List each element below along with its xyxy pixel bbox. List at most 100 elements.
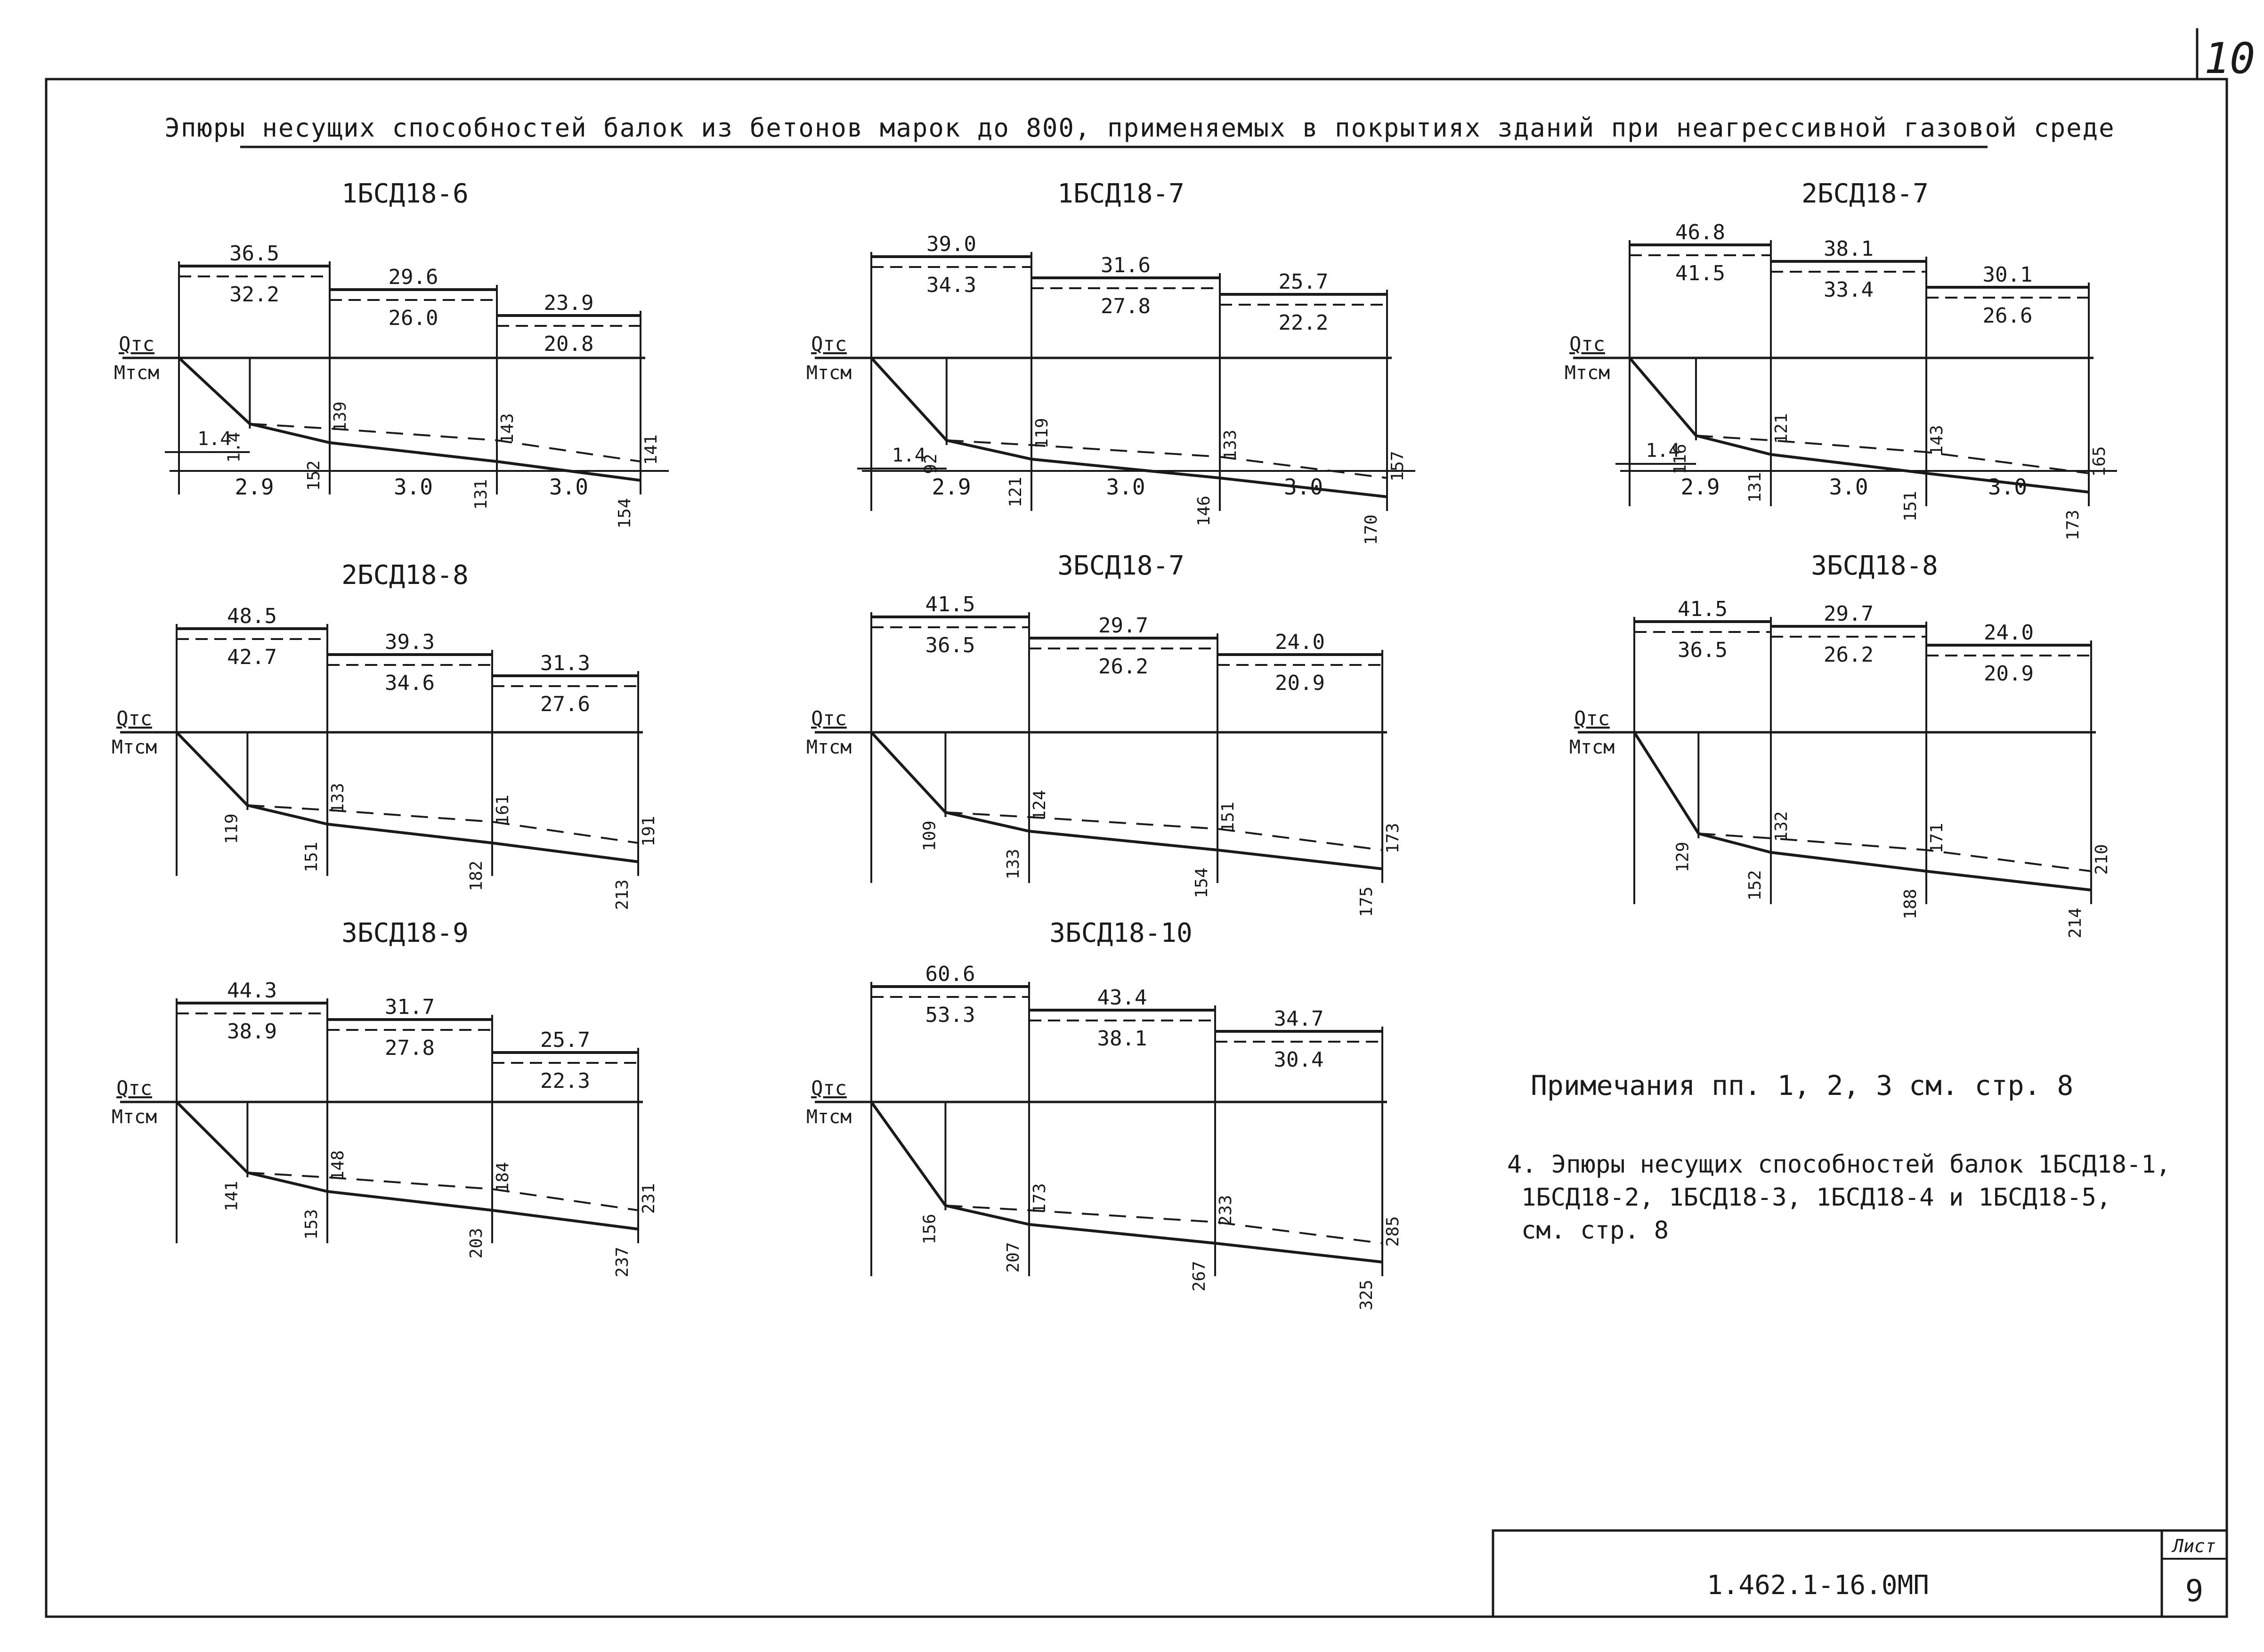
m-solid-value: 173	[2063, 510, 2083, 540]
q-top-value: 48.5	[227, 604, 277, 628]
q-top-value: 36.5	[229, 242, 279, 266]
m-dashed-curve	[247, 804, 639, 844]
left-dimension: 1.4	[892, 445, 926, 466]
q-top-value: 41.5	[1678, 597, 1728, 621]
m-solid-value: 267	[1190, 1261, 1209, 1291]
m-solid-curve	[870, 356, 1388, 498]
span-dimension: 3.0	[394, 474, 433, 500]
q-bottom-value: 42.7	[227, 645, 277, 669]
m-solid-value: 146	[1194, 495, 1214, 526]
m-solid-value: 154	[1192, 867, 1211, 898]
m-solid-value: 156	[920, 1214, 939, 1244]
m-solid-value: 188	[1901, 889, 1920, 919]
m-dashed-value: 231	[639, 1183, 658, 1214]
m-dashed-value: 184	[493, 1162, 512, 1192]
m-dashed-value: 124	[1030, 790, 1049, 820]
m-solid-value: 129	[1673, 842, 1692, 872]
m-solid-value: 119	[222, 813, 241, 844]
q-bottom-value: 26.2	[1098, 655, 1148, 679]
m-dashed-value: 132	[1772, 811, 1791, 842]
m-dashed-value: 161	[493, 794, 512, 825]
sheet-corner-number: 10	[2204, 34, 2255, 83]
m-solid-value: 214	[2066, 907, 2085, 938]
page-title: Эпюры несущих способностей балок из бето…	[164, 113, 2115, 143]
m-solid-value: 237	[613, 1247, 632, 1277]
q-axis-label: Qтс	[811, 332, 847, 356]
q-bottom-value: 32.2	[229, 283, 279, 307]
m-solid-curve	[870, 731, 1383, 870]
beam-diagram: 1БСД18-636.532.229.626.023.920.8QтсМтсм1…	[114, 178, 669, 529]
m-solid-curve	[175, 1101, 639, 1231]
m-dashed-value: 121	[1772, 413, 1791, 444]
m-dashed-value: 173	[1383, 823, 1403, 853]
q-axis-label: Qтс	[119, 332, 154, 356]
q-bottom-value: 34.6	[385, 671, 435, 695]
m-axis-label: Мтсм	[112, 737, 157, 758]
notes-line-4: см. стр. 8	[1521, 1216, 1669, 1245]
m-solid-curve	[1633, 731, 2092, 891]
q-bottom-value: 36.5	[925, 633, 975, 657]
m-dashed-value: 143	[498, 413, 517, 444]
m-solid-value: 203	[467, 1228, 486, 1258]
q-bottom-value: 30.4	[1274, 1048, 1324, 1072]
beam-diagram: 3БСД18-1060.653.343.438.134.730.4QтсМтсм…	[806, 918, 1403, 1311]
m-solid-value: 152	[304, 460, 324, 491]
beam-diagram: 3БСД18-841.536.529.726.224.020.9QтсМтсм1…	[1569, 551, 2111, 939]
diagram-name: 2БСД18-7	[1801, 178, 1929, 209]
m-dashed-value: 157	[1388, 451, 1407, 481]
span-dimension: 3.0	[1829, 474, 1868, 500]
q-bottom-value: 20.9	[1984, 662, 2034, 686]
m-axis-label: Мтсм	[1569, 737, 1615, 758]
sheet-frame	[45, 78, 2228, 1618]
q-top-value: 25.7	[1279, 270, 1329, 294]
m-axis-label: Мтсм	[806, 737, 852, 758]
span-dimension: 3.0	[1106, 474, 1145, 500]
q-top-value: 29.6	[389, 265, 438, 289]
m-solid-value: 170	[1362, 514, 1381, 545]
m-solid-value: 153	[302, 1209, 321, 1239]
q-axis-label: Qтс	[811, 1077, 847, 1100]
m-dashed-curve	[250, 423, 641, 462]
m-solid-value: 1.4	[224, 432, 243, 462]
q-top-value: 43.4	[1097, 986, 1147, 1010]
m-solid-value: 133	[1004, 849, 1023, 879]
m-solid-value: 116	[1671, 444, 1690, 474]
diagram-name: 1БСД18-7	[1057, 178, 1185, 209]
span-dimension: 2.9	[932, 474, 971, 500]
q-bottom-value: 20.8	[544, 332, 594, 356]
q-bottom-value: 38.9	[227, 1020, 277, 1044]
q-top-value: 25.7	[540, 1028, 590, 1052]
q-top-value: 31.6	[1101, 253, 1151, 277]
m-dashed-value: 165	[2090, 446, 2109, 477]
m-solid-value: 152	[1745, 870, 1765, 900]
q-bottom-value: 33.4	[1824, 278, 1874, 302]
m-dashed-value: 133	[328, 783, 348, 813]
m-dashed-value: 173	[1030, 1183, 1049, 1214]
m-dashed-curve	[945, 1205, 1383, 1244]
q-top-value: 38.1	[1824, 237, 1874, 261]
q-bottom-value: 27.8	[1101, 294, 1151, 318]
m-solid-value: 131	[471, 479, 491, 510]
m-axis-label: Мтсм	[806, 1106, 852, 1128]
q-bottom-value: 22.3	[540, 1069, 590, 1093]
m-solid-curve	[870, 1101, 1383, 1263]
q-top-value: 24.0	[1275, 630, 1325, 654]
title-block: 1.462.1-16.0МП Лист 9	[1492, 1529, 2228, 1618]
diagram-name: 3БСД18-9	[341, 918, 469, 948]
m-solid-value: 141	[222, 1181, 241, 1211]
m-solid-value: 121	[1006, 477, 1025, 507]
m-dashed-value: 139	[331, 401, 350, 432]
q-bottom-value: 26.0	[389, 306, 438, 330]
span-dimension: 3.0	[549, 474, 588, 500]
m-solid-value: 175	[1357, 886, 1376, 917]
document-code: 1.462.1-16.0МП	[1707, 1570, 1929, 1601]
m-solid-value: 151	[302, 842, 321, 872]
m-axis-label: Мтсм	[1565, 362, 1610, 384]
m-solid-value: 131	[1745, 472, 1765, 502]
q-bottom-value: 38.1	[1097, 1027, 1147, 1051]
notes-line-3: 1БСД18-2, 1БСД18-3, 1БСД18-4 и 1БСД18-5,	[1521, 1183, 2111, 1212]
q-bottom-value: 27.8	[385, 1036, 435, 1060]
q-top-value: 46.8	[1675, 220, 1725, 244]
q-top-value: 30.1	[1983, 263, 2033, 287]
q-top-value: 23.9	[544, 291, 594, 315]
